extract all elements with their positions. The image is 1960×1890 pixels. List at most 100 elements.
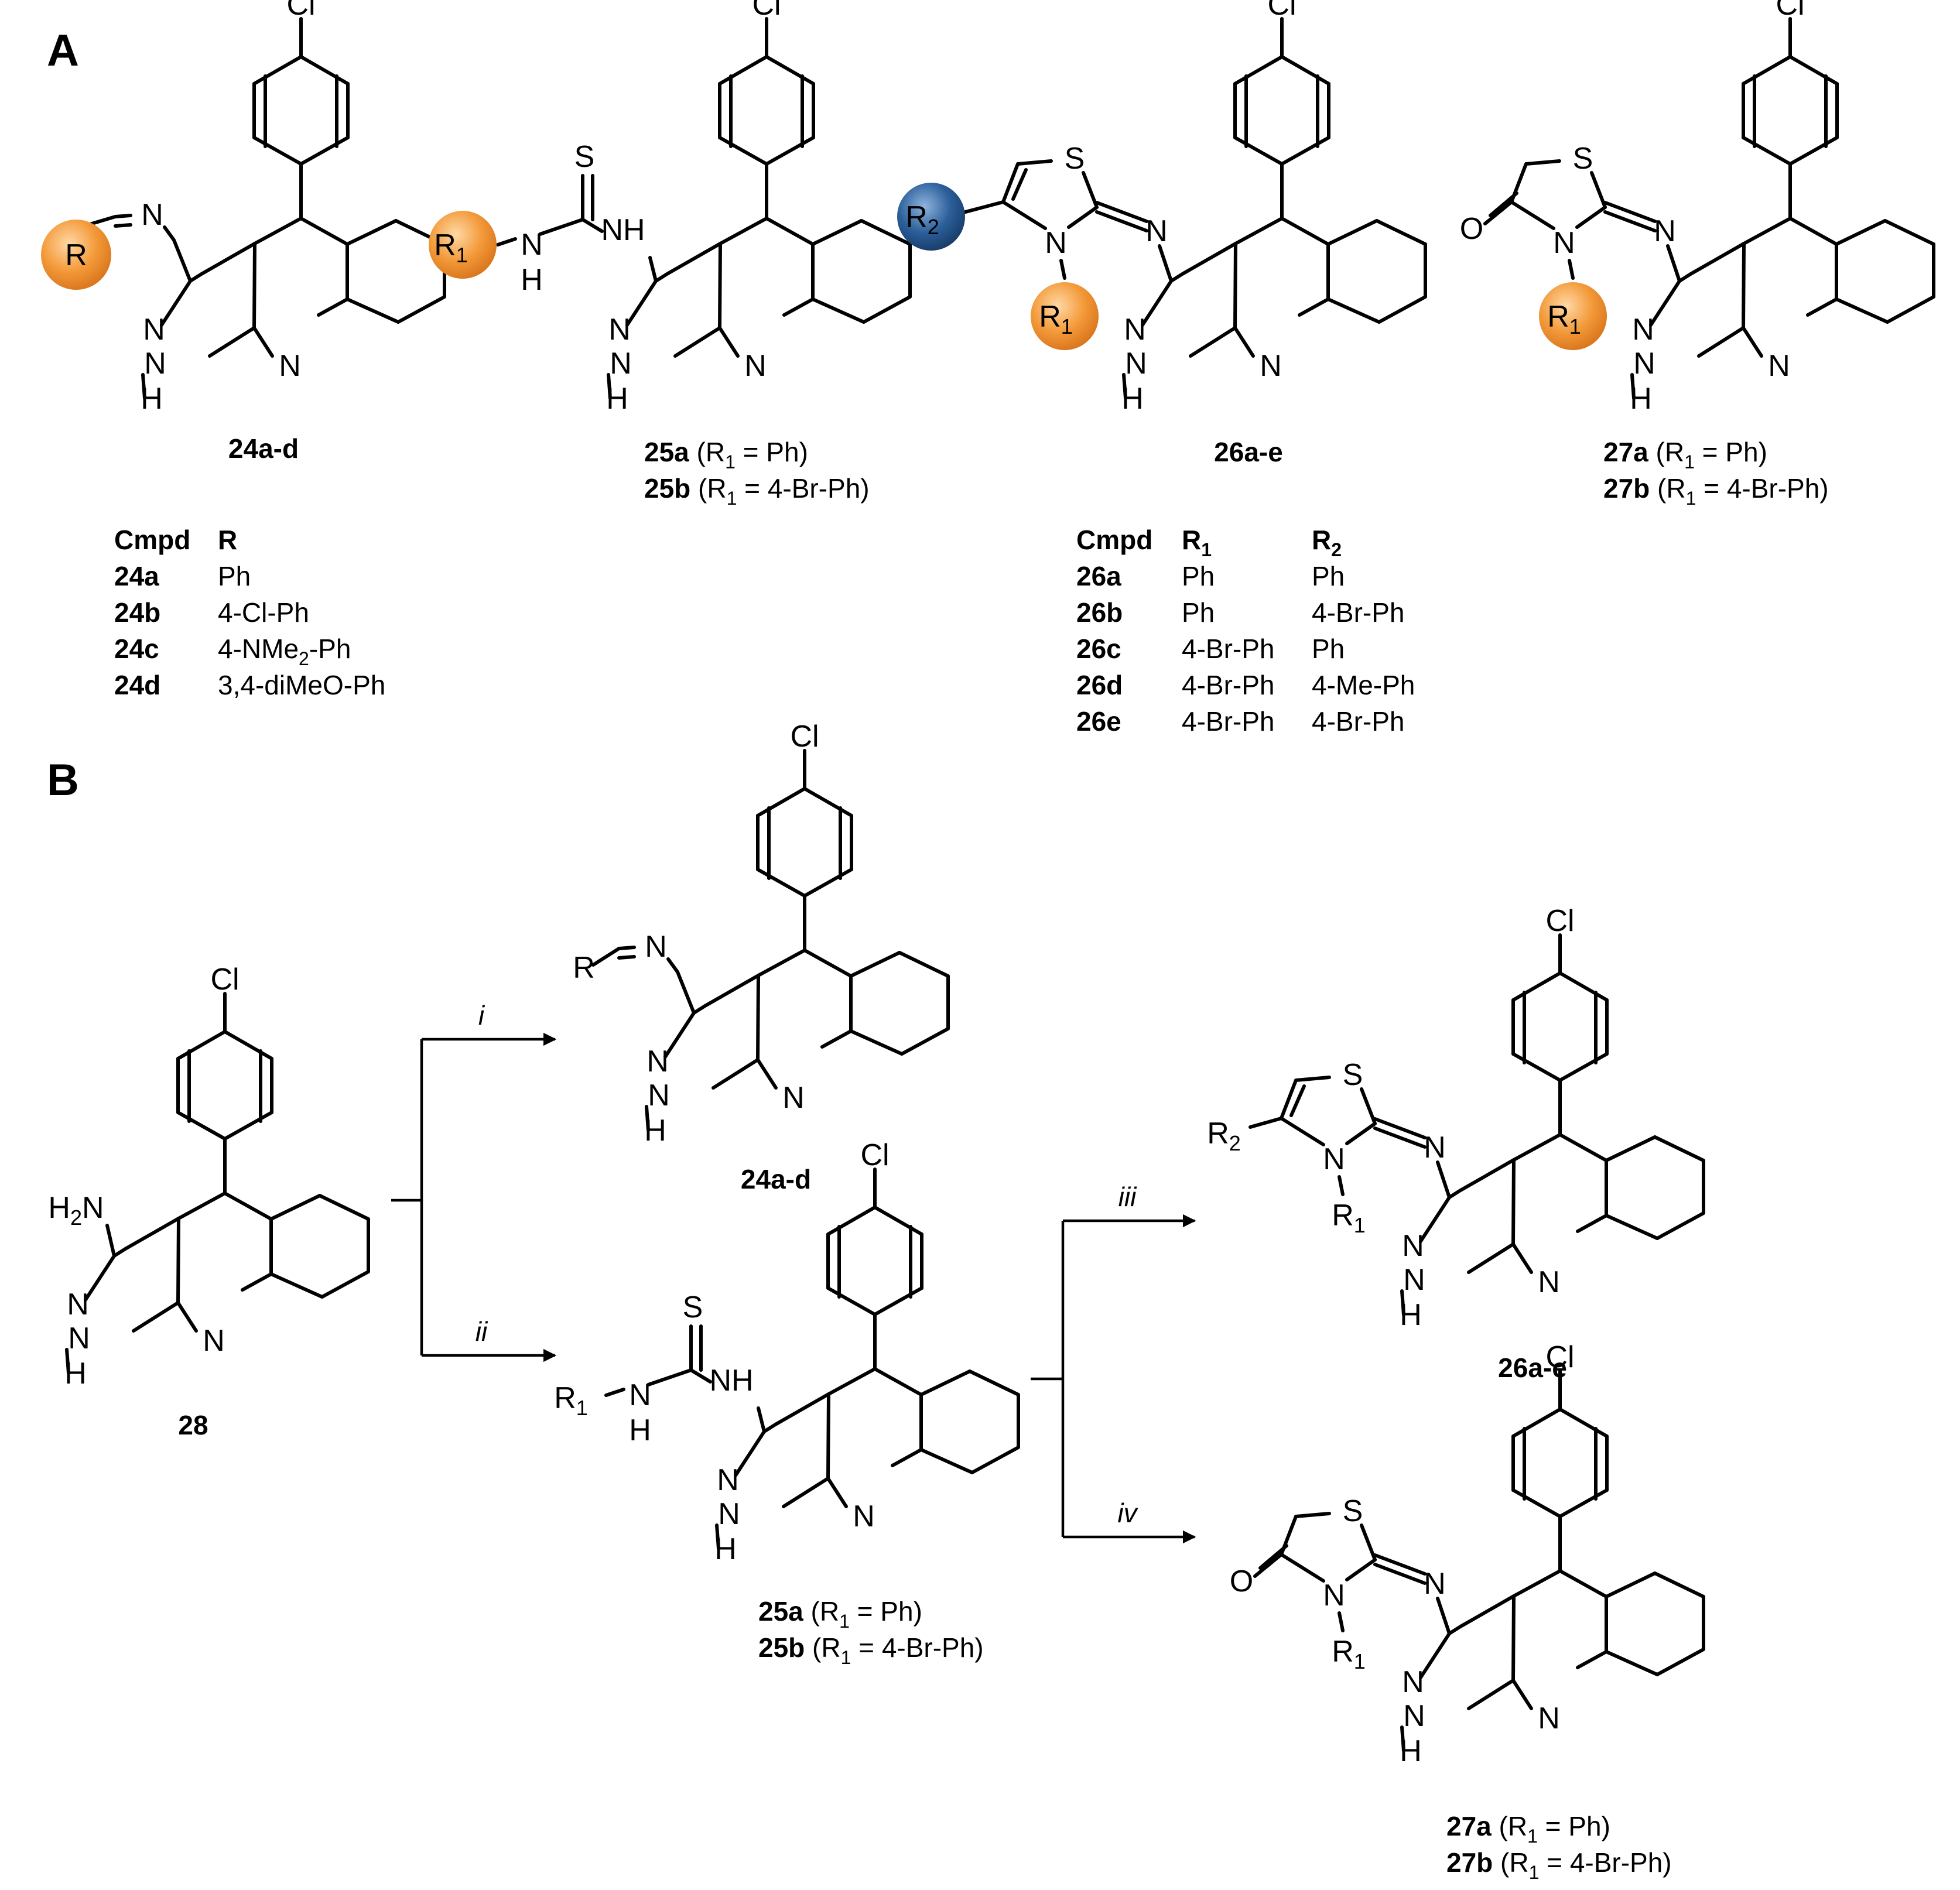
structure-27a-b-panel-b: R1 O N S N N N H N Cl	[1230, 1340, 1704, 1768]
arrow-branch-from-28	[391, 1032, 557, 1362]
compound-label-27a: 27a (R1 = Ph)	[1603, 437, 1767, 473]
structure-24a-d-panel-a: R N N N H N Cl	[41, 0, 444, 416]
reagent-label-ii: ii	[476, 1316, 488, 1347]
compound-label-24a-d-b: 24a-d	[741, 1164, 811, 1194]
chloro-atom: Cl	[1545, 1340, 1574, 1374]
compound-label-25b: 25b (R1 = 4-Br-Ph)	[644, 473, 870, 509]
chloro-atom: Cl	[1776, 0, 1804, 22]
compound-label-25a: 25a (R1 = Ph)	[644, 437, 808, 473]
structure-25a-b-panel-b: R1 N H NH S N N H N Cl	[554, 1138, 1018, 1566]
compound-label-24a-d: 24a-d	[228, 433, 299, 464]
table26-row-r1: Ph	[1182, 561, 1215, 591]
chloro-atom: Cl	[1545, 904, 1574, 938]
pyrazole-nh-h-atom: H	[606, 382, 628, 416]
table26-row-cmpd: 26d	[1076, 670, 1123, 700]
thione-s-atom: S	[574, 140, 595, 174]
imine-n-atom: N	[1654, 214, 1676, 248]
table26-row-cmpd: 26c	[1076, 634, 1121, 664]
compound-label-26a-e: 26a-e	[1214, 437, 1283, 467]
table26-row-r2: 4-Me-Ph	[1312, 670, 1415, 700]
pyrazole-n2-atom: N	[1402, 1229, 1424, 1263]
carbonyl-o-atom: O	[1460, 212, 1483, 246]
table26-row-r2: 4-Br-Ph	[1312, 706, 1404, 737]
table26-row-r2: 4-Br-Ph	[1312, 597, 1404, 628]
imine-n-atom: N	[645, 930, 667, 964]
thiazole-s-atom: S	[1065, 142, 1085, 176]
thiazolidinone-n-atom: N	[1323, 1579, 1345, 1612]
compound-label-27b: 27b (R1 = 4-Br-Ph)	[1603, 473, 1829, 509]
panel-label-b: B	[47, 755, 79, 805]
compound-label-27a-b: 27a (R1 = Ph)	[1446, 1811, 1610, 1847]
quinoline-n-atom: N	[279, 349, 301, 383]
table24-header-cmpd: Cmpd	[114, 525, 190, 555]
quinoline-n-atom: N	[853, 1499, 875, 1533]
thiourea-nh-h-atom: H	[629, 1413, 651, 1447]
compound-label-25a-b: 25a (R1 = Ph)	[758, 1596, 922, 1632]
pyrazole-n2-atom: N	[1124, 313, 1146, 347]
quinoline-n-atom: N	[203, 1324, 225, 1358]
quinoline-n-atom: N	[1538, 1265, 1560, 1299]
r1-substituent-label: R1	[554, 1381, 588, 1420]
quinoline-n-atom: N	[744, 349, 767, 383]
structure-28: H2N N N H N Cl	[48, 963, 368, 1391]
pyrazole-n2-atom: N	[1402, 1665, 1424, 1699]
table24-row-cmpd: 24d	[114, 670, 160, 700]
structure-26a-e-panel-a: R2 R1 N S N N N H N Cl	[897, 0, 1425, 416]
r1-substituent-label: R1	[1332, 1635, 1366, 1673]
r1-substituent-label: R1	[434, 228, 468, 267]
pyrazole-n1-atom: N	[144, 347, 166, 381]
quinoline-n-atom: N	[1538, 1701, 1560, 1735]
r2-substituent-label: R2	[905, 200, 939, 239]
quinoline-n-atom: N	[782, 1081, 805, 1115]
pyrazole-nh-h-atom: H	[1400, 1298, 1422, 1332]
compound-label-26a-e-b: 26a-e	[1498, 1353, 1567, 1383]
thiazole-n-atom: N	[1045, 226, 1067, 260]
table26-row-r2: Ph	[1312, 634, 1345, 664]
imine-n-atom: N	[1424, 1131, 1446, 1165]
chloro-atom: Cl	[1267, 0, 1296, 22]
r2-substituent-label: R2	[1207, 1117, 1241, 1155]
pyrazole-nh-h-atom: H	[714, 1532, 737, 1566]
reagent-label-iii: iii	[1118, 1182, 1137, 1212]
pyrazole-n2-atom: N	[647, 1045, 669, 1078]
imine-n-atom: N	[141, 198, 163, 232]
pyrazole-n1-atom: N	[648, 1078, 670, 1112]
quinoline-n-atom: N	[1768, 349, 1790, 383]
pyrazole-nh-h-atom: H	[1400, 1734, 1422, 1768]
chloro-atom: Cl	[790, 720, 819, 754]
thiazolidinone-s-atom: S	[1573, 142, 1593, 176]
thiazole-s-atom: S	[1343, 1058, 1363, 1092]
reagent-label-i: i	[478, 1000, 485, 1030]
compound-label-27b-b: 27b (R1 = 4-Br-Ph)	[1446, 1847, 1672, 1883]
table24-header-r: R	[218, 525, 237, 555]
amide-nh-atom: NH	[709, 1364, 753, 1398]
table26-row-cmpd: 26b	[1076, 597, 1123, 628]
pyrazole-n2-atom: N	[143, 313, 165, 347]
pyrazole-nh-h-atom: H	[141, 382, 163, 416]
compound-label-25b-b: 25b (R1 = 4-Br-Ph)	[758, 1632, 984, 1668]
r1-substituent-label: R1	[1332, 1199, 1366, 1237]
thiazolidinone-s-atom: S	[1343, 1494, 1363, 1528]
compound-label-28: 28	[178, 1410, 208, 1440]
pyrazole-nh-h-atom: H	[1630, 382, 1652, 416]
table24-row-cmpd: 24b	[114, 597, 160, 628]
amino-nh2-label: H2N	[48, 1191, 104, 1230]
imine-n-atom: N	[1145, 214, 1168, 248]
pyrazole-n2-atom: N	[67, 1288, 89, 1321]
r-substituent-label: R	[573, 951, 595, 985]
thiazolidinone-n-atom: N	[1553, 226, 1575, 260]
chloro-atom: Cl	[286, 0, 315, 22]
pyrazole-n2-atom: N	[717, 1463, 739, 1497]
pyrazole-nh-h-atom: H	[1121, 382, 1144, 416]
panel-label-a: A	[47, 26, 79, 76]
pyrazole-nh-h-atom: H	[644, 1114, 666, 1148]
chloro-atom: Cl	[752, 0, 781, 22]
amide-nh-atom: NH	[601, 213, 645, 247]
table26-header-r2: R2	[1312, 525, 1342, 560]
pyrazole-n1-atom: N	[1125, 347, 1147, 381]
r1-substituent-label: R1	[1039, 300, 1073, 338]
pyrazole-n1-atom: N	[610, 347, 632, 381]
pyrazole-n2-atom: N	[608, 313, 631, 347]
table-24-substituents: Cmpd R 24a Ph 24b 4-Cl-Ph 24c 4-NMe2-Ph …	[114, 525, 385, 700]
table24-row-cmpd: 24c	[114, 634, 159, 664]
